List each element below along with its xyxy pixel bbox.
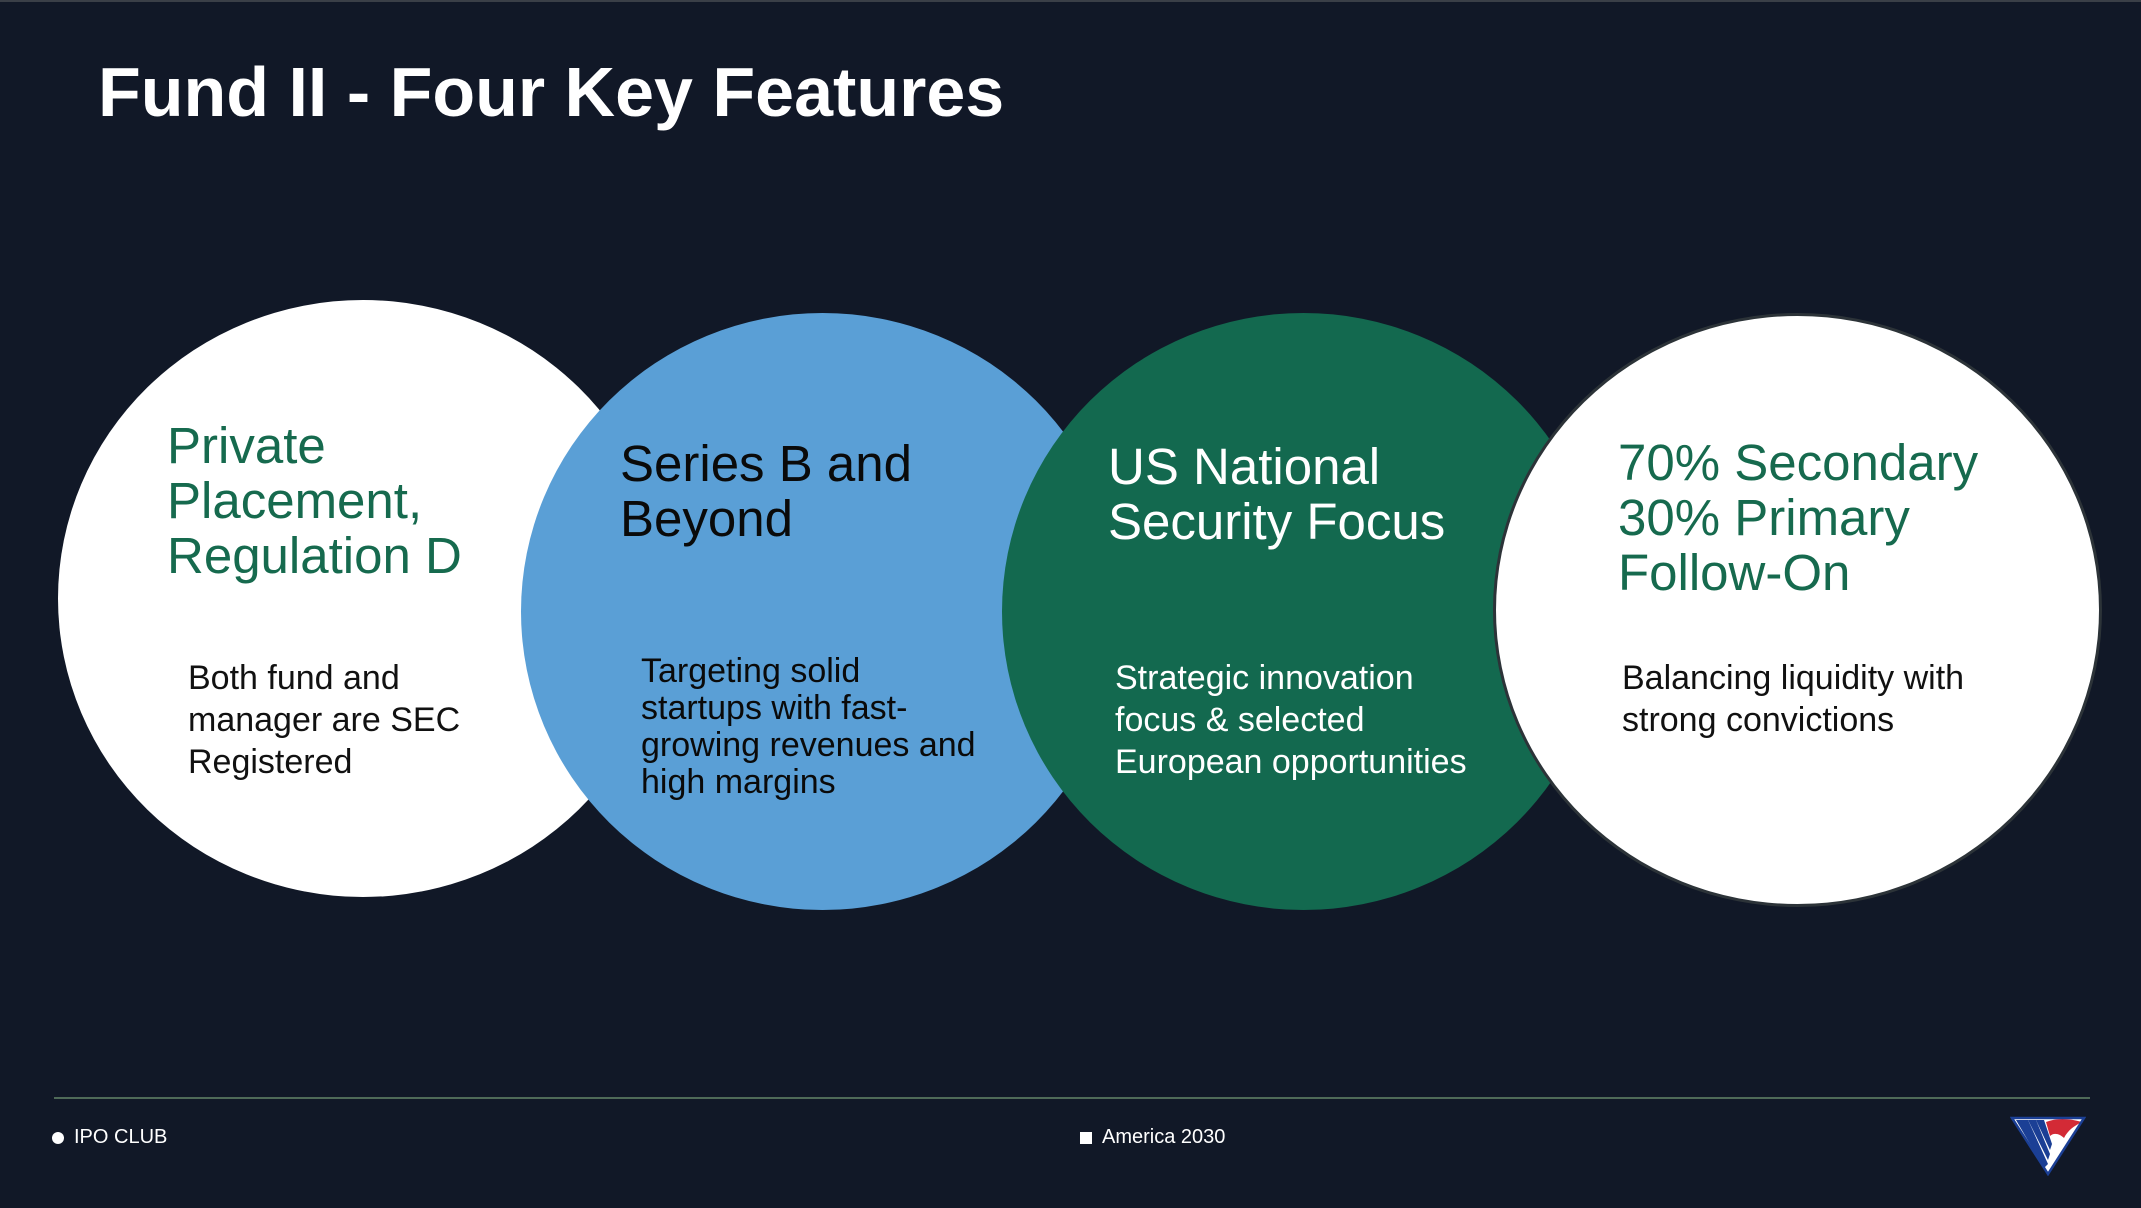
heading-line: US National — [1108, 438, 1381, 495]
heading-line: Private — [167, 417, 326, 474]
bullet-square-icon — [1080, 1131, 1092, 1144]
heading-line: Follow-On — [1618, 544, 1851, 601]
feature-heading-secondary-primary: 70% Secondary 30% Primary Follow-On — [1618, 435, 1978, 600]
heading-line: Beyond — [620, 490, 793, 547]
heading-line: Placement, — [167, 472, 423, 529]
feature-description-secondary-primary: Balancing liquidity with strong convicti… — [1622, 657, 1964, 741]
description-line: growing revenues and — [641, 726, 976, 764]
feature-heading-national-security: US National Security Focus — [1108, 439, 1445, 549]
description-line: Balancing liquidity with — [1622, 659, 1965, 697]
footer-center-label: America 2030 — [1102, 1126, 1226, 1148]
description-line: Strategic innovation — [1115, 659, 1414, 697]
description-line: startups with fast- — [641, 689, 908, 727]
footer-center: America 2030 — [1080, 1126, 1225, 1149]
heading-line: 70% Secondary — [1618, 434, 1979, 491]
feature-description-national-security: Strategic innovation focus & selected Eu… — [1115, 657, 1467, 783]
description-line: Both fund and — [188, 659, 400, 697]
heading-line: Series B and — [620, 435, 913, 492]
feature-circle-secondary-primary — [1493, 313, 2102, 907]
feature-description-series-b: Targeting solid startups with fast- grow… — [641, 653, 976, 801]
description-line: Registered — [188, 743, 353, 781]
footer-left-label: IPO CLUB — [74, 1126, 168, 1148]
description-line: focus & selected — [1115, 701, 1365, 739]
bullet-dot-icon — [52, 1131, 64, 1144]
footer-left: IPO CLUB — [52, 1126, 167, 1149]
eagle-chevron-logo-icon — [2010, 1116, 2086, 1176]
description-line: European opportunities — [1115, 743, 1467, 781]
footer-divider — [54, 1097, 2090, 1099]
heading-line: 30% Primary — [1618, 489, 1910, 546]
heading-line: Security Focus — [1108, 493, 1446, 550]
slide-title: Fund II - Four Key Features — [98, 53, 1005, 131]
feature-description-private-placement: Both fund and manager are SEC Registered — [188, 657, 460, 783]
description-line: manager are SEC — [188, 701, 461, 739]
heading-line: Regulation D — [167, 527, 462, 584]
description-line: Targeting solid — [641, 652, 861, 690]
description-line: high margins — [641, 763, 836, 801]
description-line: strong convictions — [1622, 701, 1895, 739]
top-divider — [0, 0, 2141, 2]
feature-heading-series-b: Series B and Beyond — [620, 436, 912, 546]
feature-heading-private-placement: Private Placement, Regulation D — [167, 418, 462, 583]
